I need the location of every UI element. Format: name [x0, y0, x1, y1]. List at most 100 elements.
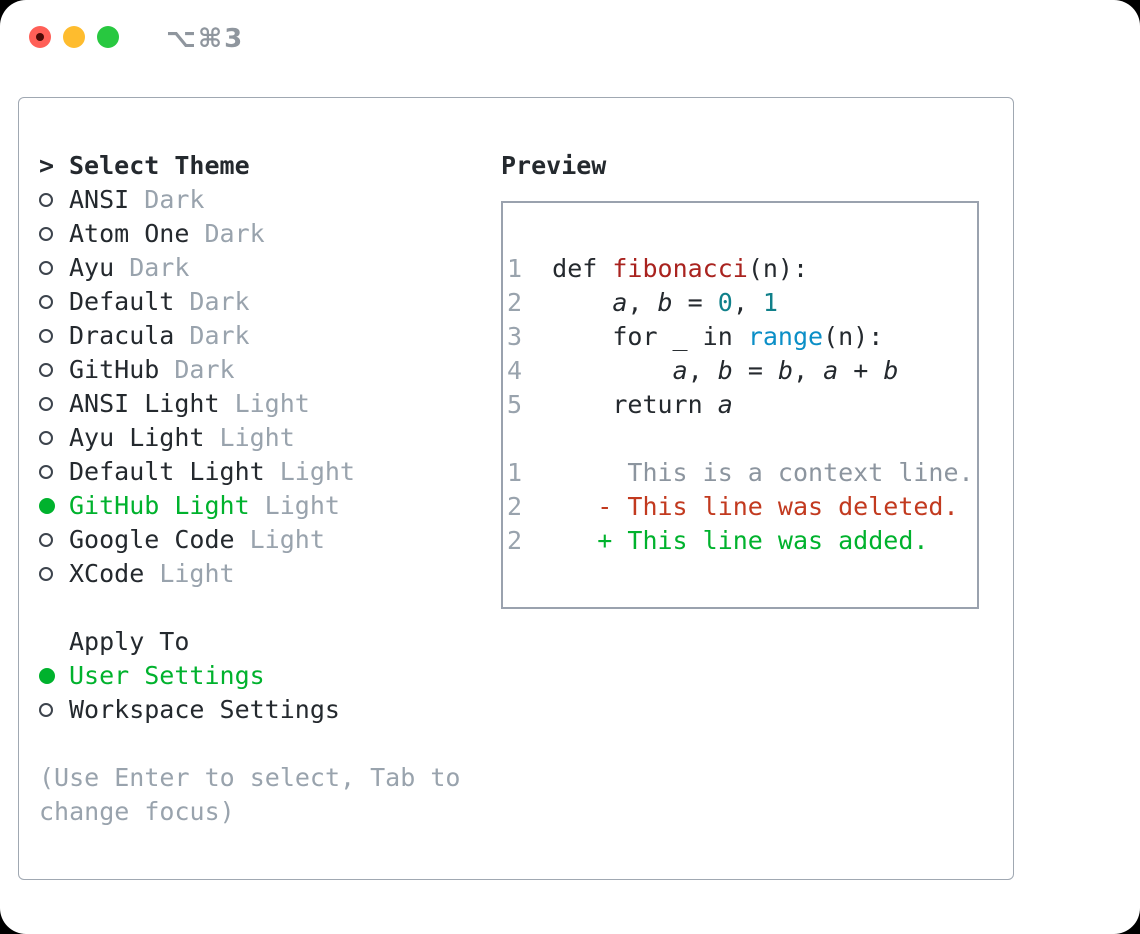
token: ,: [687, 356, 718, 385]
theme-variant-label: Dark: [129, 253, 190, 282]
theme-option-github-light[interactable]: GitHub Light Light: [39, 489, 491, 523]
apply-option-user-settings[interactable]: User Settings: [39, 659, 491, 693]
token: +: [838, 356, 884, 385]
theme-variant-label: Light: [234, 389, 310, 418]
marker-slot: [39, 567, 69, 581]
theme-variant-label: Light: [219, 423, 295, 452]
radio-icon: [39, 295, 53, 309]
diff-text: + This line was added.: [552, 526, 929, 555]
token: =: [732, 356, 778, 385]
line-number: 2: [507, 526, 523, 555]
token-num: 1: [762, 288, 778, 317]
marker-slot: [39, 703, 69, 717]
marker-slot: [39, 668, 69, 684]
theme-variant-label: Dark: [204, 219, 265, 248]
window-title: ⌥⌘3: [166, 24, 245, 54]
radio-icon: [39, 261, 53, 275]
token: ,: [793, 356, 824, 385]
close-button[interactable]: [29, 26, 51, 48]
theme-name: GitHub Light: [69, 491, 250, 520]
theme-variant-label: Dark: [189, 287, 250, 316]
code-line: 5 return a: [507, 388, 977, 422]
traffic-lights: [29, 26, 119, 48]
theme-option-ayu[interactable]: Ayu Dark: [39, 251, 491, 285]
diff-line-add: 2 + This line was added.: [507, 524, 977, 558]
marker-slot: [39, 397, 69, 411]
token-var: a: [717, 390, 733, 419]
radio-icon: [39, 227, 53, 241]
radio-icon: [39, 431, 53, 445]
prompt-caret-icon: >: [39, 151, 55, 180]
token-var: b: [883, 356, 899, 385]
select-theme-title: Select Theme: [69, 151, 250, 180]
apply-to-header: Apply To: [39, 625, 491, 659]
diff-text: - This line was deleted.: [552, 492, 959, 521]
theme-option-github[interactable]: GitHub Dark: [39, 353, 491, 387]
token: [552, 286, 612, 320]
theme-variant-label: Light: [279, 457, 355, 486]
token-fn: fibonacci: [612, 254, 748, 283]
theme-name: GitHub: [69, 355, 160, 384]
theme-variant-label: Dark: [174, 355, 235, 384]
theme-variant-label: Light: [264, 491, 340, 520]
token-var: a: [612, 288, 628, 317]
radio-icon: [39, 363, 53, 377]
marker-slot: [39, 498, 69, 514]
radio-icon: [39, 567, 53, 581]
theme-option-ansi-light[interactable]: ANSI Light Light: [39, 387, 491, 421]
token: return: [552, 390, 718, 419]
marker-slot: [39, 533, 69, 547]
line-number: 5: [507, 390, 523, 419]
apply-option-workspace-settings[interactable]: Workspace Settings: [39, 693, 491, 727]
radio-icon: [39, 703, 53, 717]
theme-option-default[interactable]: Default Dark: [39, 285, 491, 319]
theme-name: ANSI Light: [69, 389, 220, 418]
diff-text: This is a context line.: [552, 458, 974, 487]
apply-option-label: User Settings: [69, 661, 265, 690]
diff-preview: 1 This is a context line.2 - This line w…: [507, 456, 977, 558]
theme-variant-label: Light: [159, 559, 235, 588]
code-line: 3 for _ in range(n):: [507, 320, 977, 354]
keyboard-hint: (Use Enter to select, Tab to change focu…: [39, 763, 461, 826]
line-number: 2: [507, 288, 523, 317]
line-number: 2: [507, 492, 523, 521]
theme-name: Ayu: [69, 253, 115, 282]
token-var: a: [672, 356, 688, 385]
token: [552, 354, 672, 388]
line-number: 3: [507, 322, 523, 351]
radio-selected-icon: [39, 668, 55, 684]
minimize-button[interactable]: [63, 26, 85, 48]
marker-slot: [39, 363, 69, 377]
token-num: 0: [717, 288, 733, 317]
theme-name: Dracula: [69, 321, 175, 350]
code-line: 2 a, b = 0, 1: [507, 286, 977, 320]
apply-option-label: Workspace Settings: [69, 695, 340, 724]
theme-name: Default: [69, 287, 175, 316]
code-line: 4 a, b = b, a + b: [507, 354, 977, 388]
line-number: 1: [507, 458, 523, 487]
token: ,: [627, 288, 658, 317]
marker-slot: [39, 431, 69, 445]
token: (n):: [823, 322, 884, 351]
marker-slot: [39, 227, 69, 241]
diff-line-ctx: 1 This is a context line.: [507, 456, 977, 490]
marker-slot: [39, 295, 69, 309]
marker-slot: [39, 465, 69, 479]
theme-variant-label: Light: [249, 525, 325, 554]
token-var: b: [717, 356, 733, 385]
zoom-button[interactable]: [97, 26, 119, 48]
